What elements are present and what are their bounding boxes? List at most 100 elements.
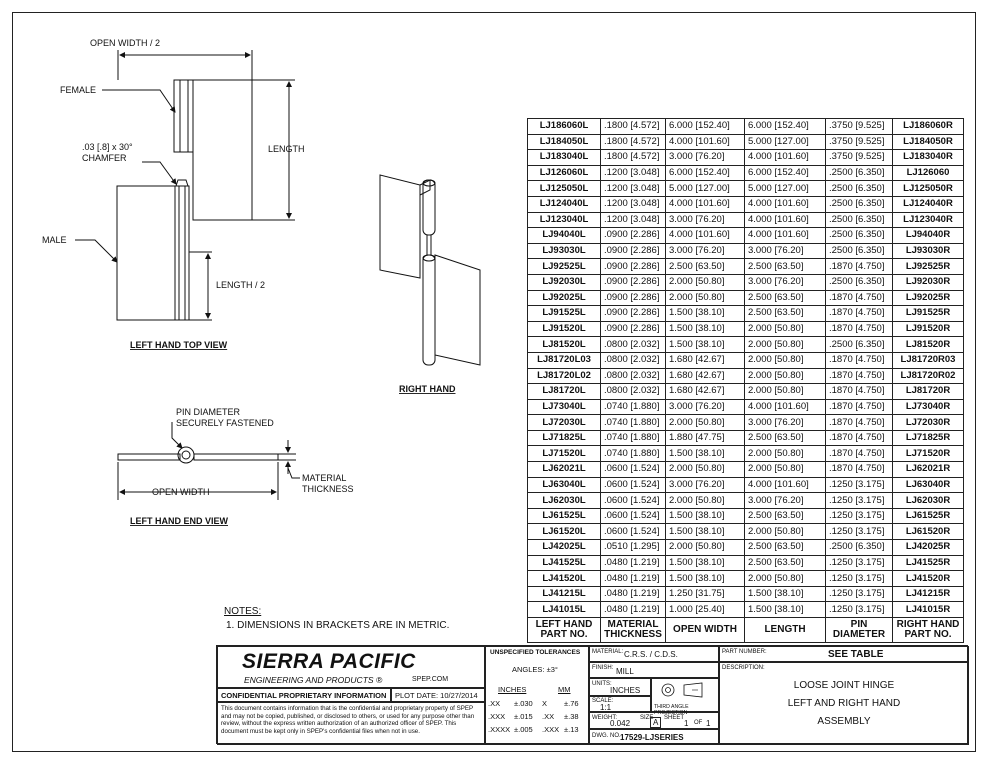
length-cell: 2.000 [50.80] bbox=[744, 523, 826, 541]
table-row: LJ73040L.0740 [1.880]3.000 [76.20]4.000 … bbox=[527, 398, 964, 416]
right-part-no-cell: LJ71825R bbox=[892, 429, 964, 447]
pin-diameter-cell: .2500 [6.350] bbox=[825, 539, 893, 556]
material-thickness-cell: .0600 [1.524] bbox=[600, 507, 666, 525]
pin-diameter-cell: .1250 [3.175] bbox=[825, 492, 893, 509]
company-name: SIERRA PACIFIC bbox=[242, 650, 416, 673]
description-line-1: LOOSE JOINT HINGE bbox=[793, 680, 895, 691]
length-cell: 2.500 [63.50] bbox=[744, 289, 826, 307]
material-thickness-cell: .0900 [2.286] bbox=[600, 320, 666, 338]
right-part-no-cell: LJ186060R bbox=[892, 118, 964, 135]
material-label: MATERIAL bbox=[302, 473, 346, 483]
left-part-no-cell: LJ184050L bbox=[527, 133, 601, 151]
length-cell: 2.500 [63.50] bbox=[744, 429, 826, 447]
right-part-no-cell: LJ92525R bbox=[892, 258, 964, 275]
open-width-cell: 1.500 [38.10] bbox=[665, 336, 745, 353]
pin-diameter-cell: .1250 [3.175] bbox=[825, 570, 893, 587]
length-cell: 2.500 [63.50] bbox=[744, 305, 826, 322]
length-cell: 4.000 [101.60] bbox=[744, 398, 826, 416]
left-part-no-cell: LJ91520L bbox=[527, 320, 601, 338]
left-part-no-cell: LJ63040L bbox=[527, 476, 601, 494]
right-part-no-cell: LJ71520R bbox=[892, 445, 964, 463]
material-thickness-cell: .0480 [1.219] bbox=[600, 554, 666, 572]
length-cell: 4.000 [101.60] bbox=[744, 227, 826, 244]
open-width-cell: 3.000 [76.20] bbox=[665, 149, 745, 166]
scale-value: 1:1 bbox=[600, 703, 612, 712]
left-part-no-cell: LJ42025L bbox=[527, 539, 601, 556]
left-part-no-cell: LJ61525L bbox=[527, 507, 601, 525]
table-row: LJ41215L.0480 [1.219]1.250 [31.75]1.500 … bbox=[527, 585, 964, 603]
length-cell: 2.000 [50.80] bbox=[744, 320, 826, 338]
left-part-no-cell: LJ81520L bbox=[527, 336, 601, 353]
material-thickness-cell: .0600 [1.524] bbox=[600, 523, 666, 541]
length-cell: 2.000 [50.80] bbox=[744, 351, 826, 369]
left-part-no-cell: LJ81720L03 bbox=[527, 351, 601, 369]
material-thickness-cell: .1200 [3.048] bbox=[600, 211, 666, 229]
drawing-sheet-border bbox=[12, 12, 976, 752]
material-thickness-cell: .0900 [2.286] bbox=[600, 242, 666, 260]
material-thickness-cell: .0740 [1.880] bbox=[600, 445, 666, 463]
open-width-cell: 2.000 [50.80] bbox=[665, 492, 745, 509]
material-thickness-cell: .0900 [2.286] bbox=[600, 305, 666, 322]
tolerance-mm: ±.38 bbox=[564, 712, 579, 721]
tolerance-prec: .XXX bbox=[488, 712, 506, 721]
length-cell: 2.000 [50.80] bbox=[744, 570, 826, 587]
length-cell: 3.000 [76.20] bbox=[744, 273, 826, 291]
left-part-no-cell: LJ123040L bbox=[527, 211, 601, 229]
sheet-value: 1 bbox=[684, 719, 689, 728]
left-part-no-cell: LJ81720L02 bbox=[527, 367, 601, 385]
open-width-cell: 1.500 [38.10] bbox=[665, 320, 745, 338]
table-row: LJ41520L.0480 [1.219]1.500 [38.10]2.000 … bbox=[527, 570, 964, 587]
pin-diameter-cell: .2500 [6.350] bbox=[825, 195, 893, 213]
open-width-cell: 1.680 [42.67] bbox=[665, 351, 745, 369]
projection-label: THIRD ANGLE PROJECTION bbox=[654, 704, 689, 716]
length-cell: 6.000 [152.40] bbox=[744, 164, 826, 182]
length-cell: 2.500 [63.50] bbox=[744, 539, 826, 556]
table-row: LJ184050L.1800 [4.572]4.000 [101.60]5.00… bbox=[527, 133, 964, 151]
table-row: LJ41525L.0480 [1.219]1.500 [38.10]2.500 … bbox=[527, 554, 964, 572]
table-row: LJ123040L.1200 [3.048]3.000 [76.20]4.000… bbox=[527, 211, 964, 229]
material-thickness-cell: .0480 [1.219] bbox=[600, 585, 666, 603]
pin-diameter-cell: .1870 [4.750] bbox=[825, 414, 893, 431]
open-width-cell: 6.000 [152.40] bbox=[665, 118, 745, 135]
table-row: LJ81520L.0800 [2.032]1.500 [38.10]2.000 … bbox=[527, 336, 964, 353]
pin-diameter-cell: .2500 [6.350] bbox=[825, 273, 893, 291]
company-cell: SIERRA PACIFIC ENGINEERING AND PRODUCTS … bbox=[217, 646, 485, 688]
right-part-no-cell: LJ61520R bbox=[892, 523, 964, 541]
left-part-no-cell: LJ73040L bbox=[527, 398, 601, 416]
tolerance-mprec: X bbox=[542, 699, 548, 708]
company-subtitle: ENGINEERING AND PRODUCTS ® bbox=[244, 675, 383, 685]
table-row: LJ81720L.0800 [2.032]1.680 [42.67]2.000 … bbox=[527, 383, 964, 400]
open-width-cell: 3.000 [76.20] bbox=[665, 398, 745, 416]
left-part-no-cell: LJ92525L bbox=[527, 258, 601, 275]
open-width-cell: 1.500 [38.10] bbox=[665, 570, 745, 587]
weight-size-sheet-cell: WEIGHT: 0.042 SIZE A SHEET 1 OF 1 bbox=[589, 712, 719, 729]
table-row: LJ81720L03.0800 [2.032]1.680 [42.67]2.00… bbox=[527, 351, 964, 369]
pin-diameter-cell: .1870 [4.750] bbox=[825, 367, 893, 385]
open-width-cell: 3.000 [76.20] bbox=[665, 211, 745, 229]
material-value: C.R.S. / C.D.S. bbox=[624, 650, 678, 659]
open-width-cell: 2.000 [50.80] bbox=[665, 539, 745, 556]
pin-diameter-cell: .1870 [4.750] bbox=[825, 398, 893, 416]
right-part-no-cell: LJ81720R bbox=[892, 383, 964, 400]
table-row: LJ62021L.0600 [1.524]2.000 [50.80]2.000 … bbox=[527, 461, 964, 478]
thickness-label: THICKNESS bbox=[302, 484, 354, 494]
open-width-cell: 3.000 [76.20] bbox=[665, 476, 745, 494]
part-number-table: LJ186060L.1800 [4.572]6.000 [152.40]6.00… bbox=[527, 118, 964, 643]
open-width-cell: 6.000 [152.40] bbox=[665, 164, 745, 182]
right-part-no-cell: LJ184050R bbox=[892, 133, 964, 151]
pin-diameter-cell: .2500 [6.350] bbox=[825, 336, 893, 353]
tolerance-prec: .XXXX bbox=[488, 725, 511, 734]
left-part-no-cell: LJ94040L bbox=[527, 227, 601, 244]
weight-value: 0.042 bbox=[610, 719, 631, 728]
tolerance-mm: ±.76 bbox=[564, 699, 579, 708]
right-part-no-cell: LJ91525R bbox=[892, 305, 964, 322]
pin-diameter-cell: .2500 [6.350] bbox=[825, 180, 893, 197]
left-part-no-cell: LJ41520L bbox=[527, 570, 601, 587]
pin-diameter-cell: .3750 [9.525] bbox=[825, 149, 893, 166]
right-part-no-cell: LJ92025R bbox=[892, 289, 964, 307]
right-part-no-cell: LJ92030R bbox=[892, 273, 964, 291]
